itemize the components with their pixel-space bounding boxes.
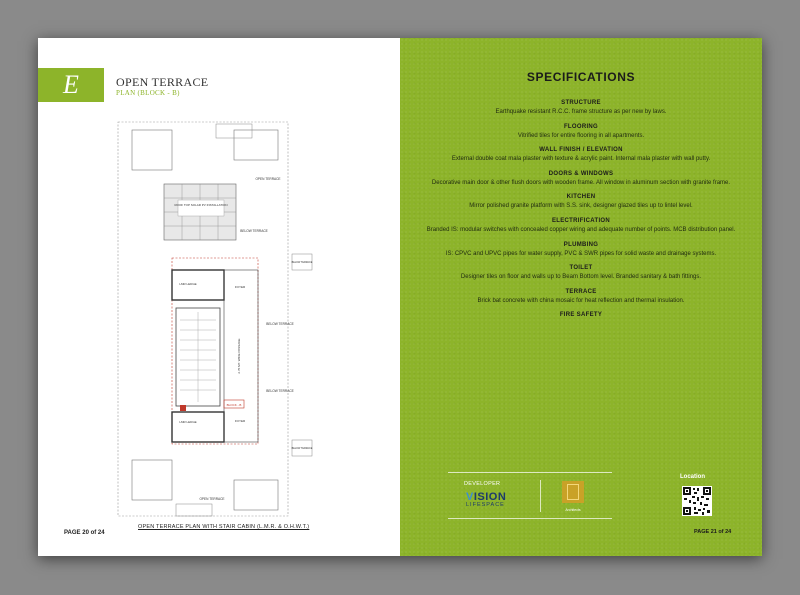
developer-logo: VISION LIFESPACE (466, 491, 506, 508)
brand-logo-letter: E (63, 70, 79, 99)
page-title: OPEN TERRACE (116, 75, 209, 89)
spec-heading: TERRACE (565, 288, 597, 295)
spec-heading: ELECTRIFICATION (551, 217, 611, 224)
passage-label: 2.70 MT. WIDE PASSAGE (237, 338, 241, 373)
spec-text: Earthquake resistant R.C.C. frame struct… (495, 109, 667, 115)
right-page: SPECIFICATIONS STRUCTURE Earthquake resi… (400, 38, 762, 556)
below-terrace-label-2: BELOW TERRACE (266, 322, 294, 326)
developer-label: DEVELOPER (464, 481, 501, 487)
footer-divider-top (448, 472, 612, 473)
lift-label-2: LMR LEDGE (179, 420, 196, 424)
developer-subname: LIFESPACE (466, 502, 505, 508)
brochure-spread: E OPEN TERRACE PLAN (BLOCK - B) ROOF TOP… (38, 38, 762, 556)
page-subtitle: PLAN (BLOCK - B) (116, 89, 180, 97)
open-terrace-bottom-label: OPEN TERRACE (199, 497, 224, 501)
spec-text: Vitrified tiles for entire flooring in a… (517, 132, 645, 139)
spec-heading: PLUMBING (563, 241, 599, 248)
spec-heading: STRUCTURE (561, 100, 601, 106)
spec-text: Brick bat concrete with china mosaic for… (477, 297, 685, 304)
spec-item-plumbing: PLUMBING IS: CPVC and UPVC pipes for wat… (420, 242, 742, 259)
plan-caption: OPEN TERRACE PLAN WITH STAIR CABIN (L.M.… (138, 524, 310, 530)
below-terrace-right-top-label: BELOW TERRACE (292, 261, 313, 264)
footer-divider-vertical (540, 480, 541, 512)
spec-item-terrace: TERRACE Brick bat concrete with china mo… (420, 289, 742, 306)
specifications-title: SPECIFICATIONS (526, 70, 636, 84)
spec-text: Mirror polished granite platform with S.… (469, 203, 693, 210)
architect-label: Architects (565, 508, 581, 512)
open-terrace-top-label: OPEN TERRACE (255, 177, 280, 181)
page-number-right: PAGE 21 of 24 (694, 529, 732, 535)
foyer-label-2: FOYER (235, 419, 246, 423)
qr-code-icon[interactable] (682, 486, 712, 516)
spec-item-flooring: FLOORING Vitrified tiles for entire floo… (420, 124, 742, 141)
below-terrace-label-1: BELOW TERRACE (240, 229, 268, 233)
spec-heading: DOORS & WINDOWS (548, 170, 614, 177)
spec-text: Branded IS: modular switches with concea… (426, 226, 736, 233)
spec-heading: FLOORING (563, 123, 599, 130)
spec-item-wall-finish: WALL FINISH / ELEVATION External double … (420, 147, 742, 164)
spec-item-electrification: ELECTRIFICATION Branded IS: modular swit… (420, 218, 742, 235)
spec-text: IS: CPVC and UPVC pipes for water supply… (445, 250, 717, 257)
spec-item-doors-windows: DOORS & WINDOWS Decorative main door & o… (420, 171, 742, 188)
footer-divider-bottom (448, 518, 612, 519)
brand-logo: E (38, 68, 104, 102)
spec-item-kitchen: KITCHEN Mirror polished granite platform… (420, 194, 742, 211)
spec-text: External double coat mala plaster with t… (451, 156, 711, 163)
below-terrace-label-3: BELOW TERRACE (266, 389, 294, 393)
page-number-left: PAGE 20 of 24 (64, 530, 105, 536)
spec-item-fire-safety: FIRE SAFETY (420, 312, 742, 318)
spec-item-toilet: TOILET Designer tiles on floor and walls… (420, 265, 742, 282)
developer-name: VISION (466, 491, 506, 503)
solar-label: ROOF TOP SOLAR PV INSTALLATION (174, 203, 227, 207)
architect-logo (562, 481, 584, 503)
block-label: BLOCK - B (227, 403, 242, 407)
foyer-label-1: FOYER (235, 285, 246, 289)
spec-heading: FIRE SAFETY (559, 312, 603, 319)
lift-label-1: LMR LEDGE (179, 282, 196, 286)
location-label: Location (680, 474, 705, 480)
left-page: E OPEN TERRACE PLAN (BLOCK - B) ROOF TOP… (38, 38, 400, 556)
developer-name-v: V (466, 491, 474, 503)
developer-name-rest: ISION (473, 491, 507, 503)
spec-item-structure: STRUCTURE Earthquake resistant R.C.C. fr… (420, 100, 742, 117)
below-terrace-right-bottom-label: BELOW TERRACE (292, 447, 313, 450)
spec-text: Designer tiles on floor and walls up to … (460, 274, 702, 281)
spec-heading: TOILET (569, 265, 593, 272)
floor-plan-drawing: ROOF TOP SOLAR PV INSTALLATION BLOCK - B… (117, 121, 313, 517)
specifications-list: STRUCTURE Earthquake resistant R.C.C. fr… (420, 100, 742, 325)
spec-text: Decorative main door & other flush doors… (431, 179, 731, 186)
spec-heading: KITCHEN (566, 194, 596, 201)
spec-heading: WALL FINISH / ELEVATION (539, 147, 623, 154)
